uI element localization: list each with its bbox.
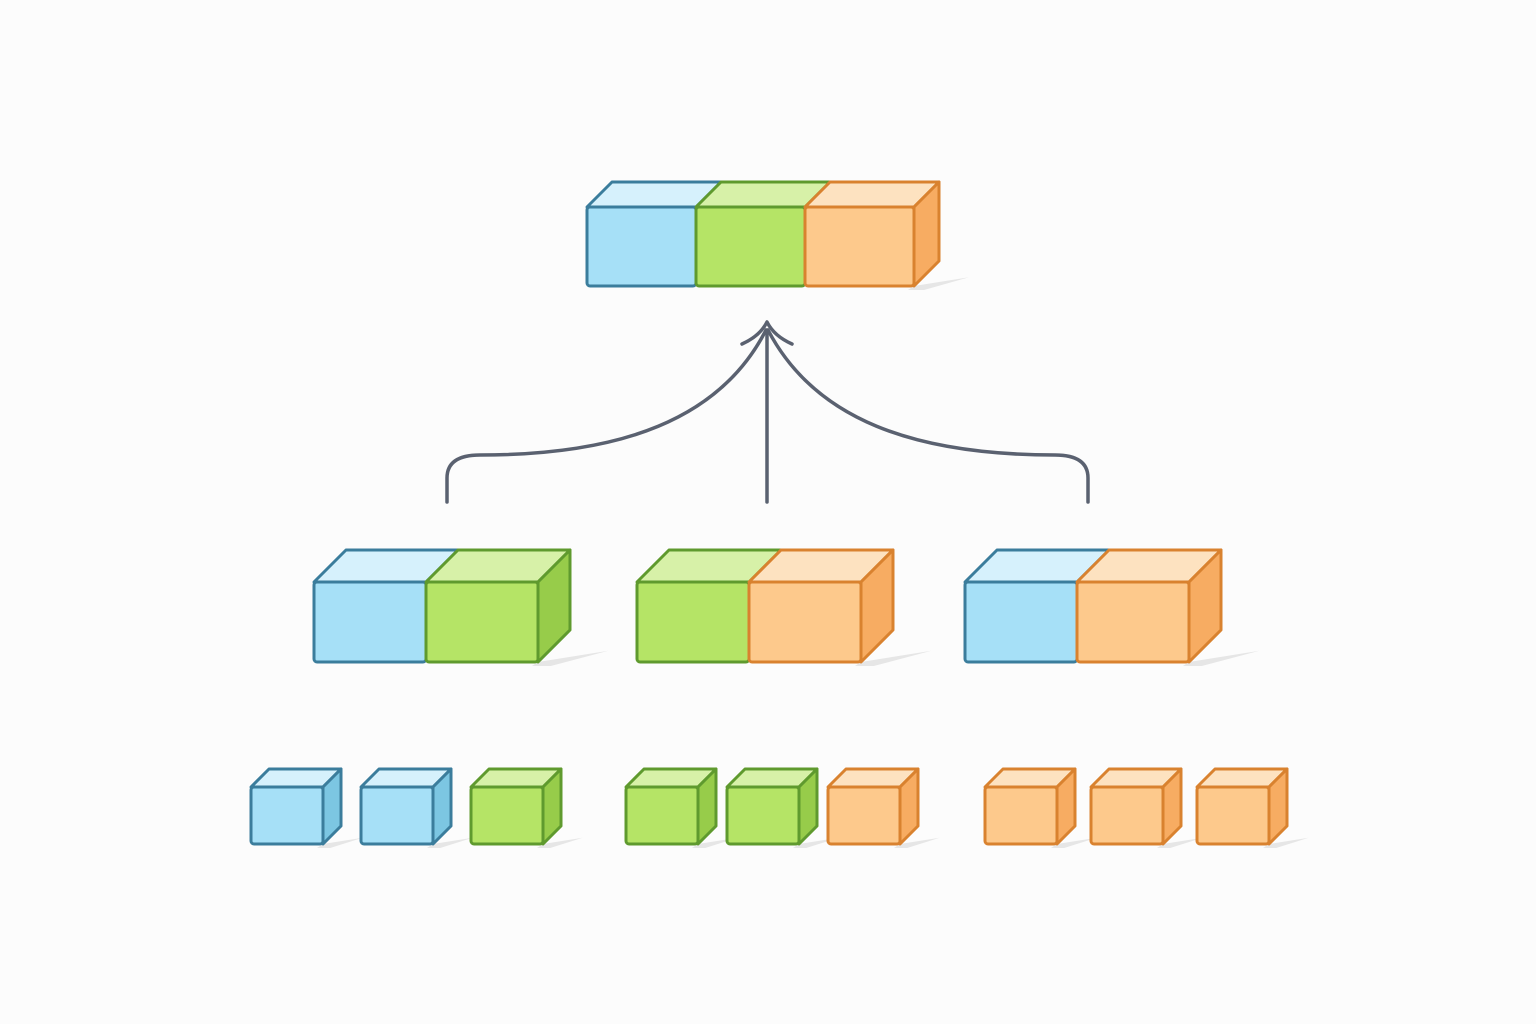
cube-front-face (361, 787, 433, 844)
bottom-cube (985, 769, 1097, 848)
cube-front-face (828, 787, 900, 844)
connector-right (768, 330, 1088, 502)
bottom-group-1 (251, 769, 583, 848)
bottom-cube (1197, 769, 1309, 848)
bottom-cube (471, 769, 583, 848)
cube-front-face (471, 787, 543, 844)
cube-front-face (587, 207, 696, 286)
cube-front-face (749, 582, 861, 662)
cube-front-face (1077, 582, 1189, 662)
bottom-cube (361, 769, 473, 848)
bottom-cube (626, 769, 738, 848)
middle-block-1 (314, 550, 608, 666)
cube-front-face (727, 787, 799, 844)
bottom-block-groups (251, 769, 1309, 848)
bottom-cube (727, 769, 839, 848)
cube-front-face (965, 582, 1077, 662)
top-block-group (587, 182, 969, 290)
top-merged-block (587, 182, 969, 290)
connector-left (447, 330, 766, 502)
bottom-group-2 (626, 769, 940, 848)
bottom-cube (1091, 769, 1203, 848)
bottom-group-3 (985, 769, 1309, 848)
cube-front-face (426, 582, 538, 662)
bottom-cube (251, 769, 363, 848)
cube-front-face (314, 582, 426, 662)
merge-connectors (447, 322, 1088, 502)
cube-front-face (1091, 787, 1163, 844)
bottom-cube (828, 769, 940, 848)
cube-front-face (637, 582, 749, 662)
cube-front-face (1197, 787, 1269, 844)
middle-block-2 (637, 550, 931, 666)
cube-front-face (626, 787, 698, 844)
cube-front-face (805, 207, 914, 286)
middle-block-groups (314, 550, 1259, 666)
cube-front-face (985, 787, 1057, 844)
middle-block-3 (965, 550, 1259, 666)
cube-front-face (696, 207, 805, 286)
cube-front-face (251, 787, 323, 844)
